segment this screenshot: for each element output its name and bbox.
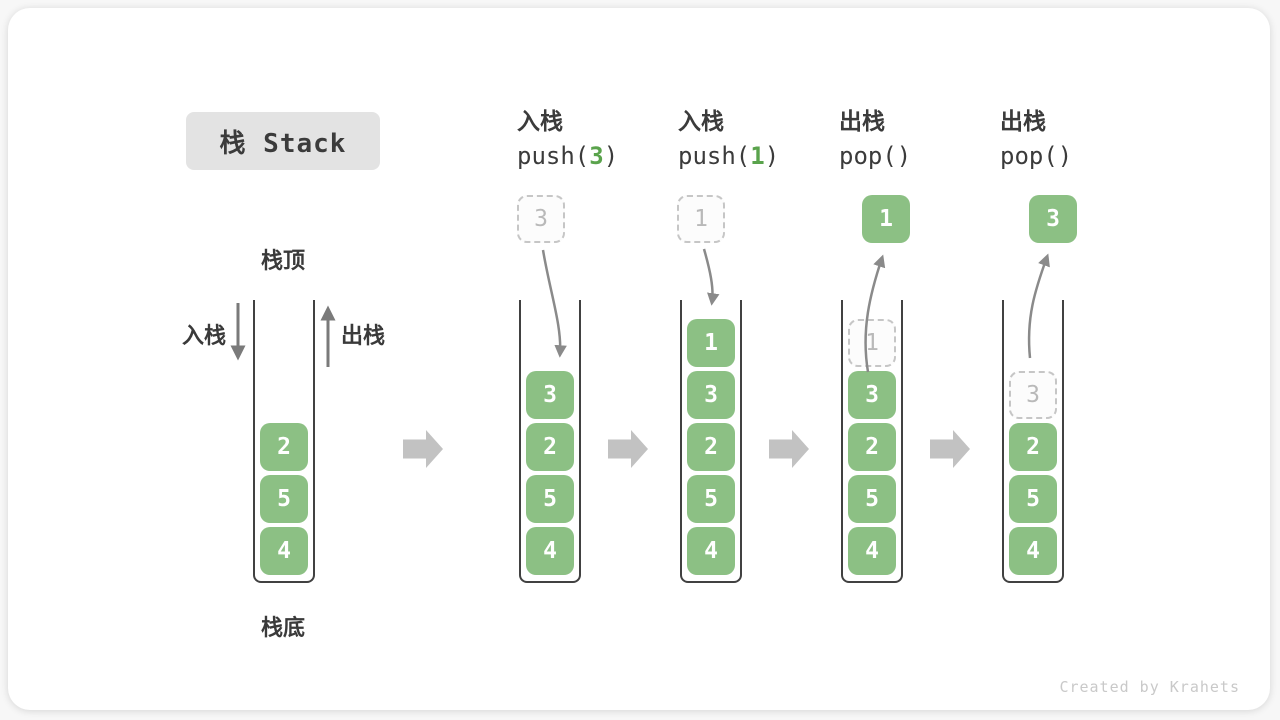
- code-text: push(: [678, 142, 751, 170]
- stack-container: [1002, 300, 1064, 583]
- stack-item-value: 5: [277, 486, 291, 512]
- operation-code: push(3): [517, 139, 687, 173]
- pop-side-label: 出栈: [341, 323, 386, 348]
- stack-item: 2: [526, 423, 574, 471]
- stack-item-value: 3: [1026, 382, 1040, 408]
- operation-label: 出栈: [839, 108, 885, 134]
- title-box: 栈 Stack: [186, 112, 380, 170]
- stack-item-removed: 3: [1009, 371, 1057, 419]
- stack-item: 2: [687, 423, 735, 471]
- column-header: 入栈 push(1): [678, 106, 848, 173]
- operation-code: push(1): [678, 139, 848, 173]
- incoming-element-box: 3: [517, 195, 565, 243]
- stack-item-value: 2: [277, 434, 291, 460]
- element-value: 1: [694, 206, 708, 232]
- stack-item: 5: [848, 475, 896, 523]
- operation-code: pop(): [839, 139, 1009, 173]
- element-value: 3: [534, 206, 548, 232]
- popped-element-box: 1: [862, 195, 910, 243]
- stack-container: [253, 300, 315, 583]
- stack-item: 5: [260, 475, 308, 523]
- operation-label: 入栈: [517, 108, 563, 134]
- page-title: 栈 Stack: [219, 128, 347, 159]
- stack-container: [841, 300, 903, 583]
- watermark: Created by Krahets: [1059, 678, 1240, 696]
- stack-item: 4: [848, 527, 896, 575]
- push-side-label: 入栈: [181, 323, 226, 348]
- code-text: ): [603, 142, 619, 170]
- stack-item-value: 3: [865, 382, 879, 408]
- stack-item-value: 1: [865, 330, 879, 356]
- stack-item: 3: [526, 371, 574, 419]
- stack-item: 1: [687, 319, 735, 367]
- operation-label: 入栈: [678, 108, 724, 134]
- stack-item: 2: [1009, 423, 1057, 471]
- stack-item-value: 3: [543, 382, 557, 408]
- column-header: 出栈 pop(): [839, 106, 1009, 173]
- column-header: 入栈 push(3): [517, 106, 687, 173]
- stack-item: 5: [1009, 475, 1057, 523]
- code-argument: 3: [589, 142, 604, 170]
- stack-item-value: 4: [277, 538, 291, 564]
- stack-item: 2: [848, 423, 896, 471]
- stack-item: 3: [687, 371, 735, 419]
- code-text: pop(): [1000, 142, 1073, 170]
- stack-item-value: 4: [1026, 538, 1040, 564]
- stack-item-value: 5: [543, 486, 557, 512]
- stack-item: 4: [526, 527, 574, 575]
- stack-item-value: 4: [543, 538, 557, 564]
- stack-item: 5: [526, 475, 574, 523]
- stack-item-value: 4: [704, 538, 718, 564]
- operation-label: 出栈: [1000, 108, 1046, 134]
- stack-container: [680, 300, 742, 583]
- column-header: 出栈 pop(): [1000, 106, 1170, 173]
- incoming-element-box: 1: [677, 195, 725, 243]
- operation-code: pop(): [1000, 139, 1170, 173]
- code-text: ): [764, 142, 780, 170]
- element-value: 3: [1046, 206, 1060, 232]
- code-text: pop(): [839, 142, 912, 170]
- stack-item-removed: 1: [848, 319, 896, 367]
- stack-item-value: 2: [1026, 434, 1040, 460]
- popped-element-box: 3: [1029, 195, 1077, 243]
- stack-item-value: 5: [704, 486, 718, 512]
- stack-item-value: 2: [543, 434, 557, 460]
- stack-bottom-label: 栈底: [260, 615, 305, 640]
- stack-item: 3: [848, 371, 896, 419]
- stack-item-value: 5: [1026, 486, 1040, 512]
- stack-item: 4: [687, 527, 735, 575]
- stack-container: [519, 300, 581, 583]
- stack-item: 5: [687, 475, 735, 523]
- stack-item-value: 1: [704, 330, 718, 356]
- stack-item: 4: [260, 527, 308, 575]
- stack-item-value: 2: [865, 434, 879, 460]
- stack-item: 4: [1009, 527, 1057, 575]
- stack-item-value: 3: [704, 382, 718, 408]
- code-argument: 1: [750, 142, 765, 170]
- code-text: push(: [517, 142, 590, 170]
- stack-item-value: 4: [865, 538, 879, 564]
- stack-item-value: 2: [704, 434, 718, 460]
- stack-item: 2: [260, 423, 308, 471]
- element-value: 1: [879, 206, 893, 232]
- stack-top-label: 栈顶: [260, 248, 305, 273]
- stack-item-value: 5: [865, 486, 879, 512]
